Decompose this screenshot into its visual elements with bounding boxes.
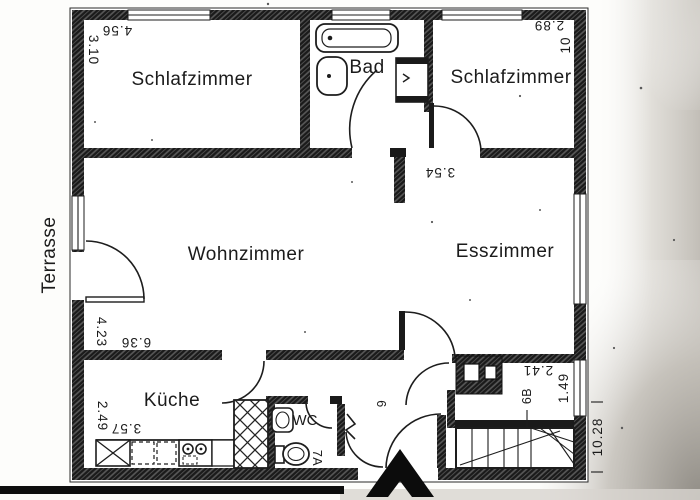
wall-stairs-top [447, 420, 574, 428]
wall-stub-hall-top [390, 148, 406, 157]
window-schlafzimmer-right [441, 9, 523, 21]
room-label-bad: Bad [349, 57, 384, 78]
terrasse-door-opening [72, 252, 84, 300]
room-label-kueche: Küche [144, 390, 200, 411]
dim-2-41: 2.41 [523, 363, 553, 378]
wc-sink [271, 407, 294, 433]
toilet [274, 442, 310, 466]
room-labels: Schlafzimmer Schlafzimmer Bad Wohnzimmer… [39, 57, 571, 429]
door-terrasse [85, 240, 145, 303]
doors [85, 69, 482, 469]
dim-3-10: 3.10 [86, 35, 101, 65]
shower [395, 57, 429, 103]
wc-fixtures [271, 407, 357, 466]
dim-3-57: 3.57 [111, 421, 141, 436]
wall-wc-top [266, 396, 308, 404]
dim-2-89: 2.89 [534, 18, 564, 33]
window-stairs [573, 359, 587, 417]
bad-sink [316, 56, 348, 96]
kitchen-worktop [211, 439, 235, 467]
scanner-edge-bar [0, 486, 344, 494]
chimney-shaft [455, 355, 503, 395]
door-wohnzimmer-hall [399, 311, 456, 357]
door-wc [305, 401, 333, 429]
door-bad [348, 69, 378, 149]
outer-walls [72, 10, 586, 480]
room-label-terrasse: Terrasse [39, 217, 60, 294]
dim-4-56: 4.56 [102, 23, 132, 38]
scan-noise [94, 2, 676, 430]
entrance-arrow [366, 449, 434, 497]
label-7a: 7A [310, 450, 324, 466]
kitchen-sink-unit [95, 439, 131, 467]
wall-stub-hall [394, 157, 405, 203]
wall-wohnzimmer-hall [266, 350, 404, 360]
kitchen-fixtures [95, 399, 269, 469]
wall-wc-left [266, 396, 275, 468]
bathtub [315, 23, 399, 53]
wall-bedrooms-left [84, 148, 352, 158]
wall-bedrooms-right [480, 148, 576, 158]
wall-wohnzimmer-kueche [84, 350, 222, 360]
apartment-outline [69, 7, 589, 483]
wall-stairs-divider [447, 390, 455, 428]
wall-bottom [72, 468, 586, 480]
wall-schlafzimmer-bad [300, 20, 310, 148]
window-terrasse [71, 195, 85, 251]
wall-entrance-post [437, 415, 446, 468]
room-label-schlafzimmer-left: Schlafzimmer [131, 69, 252, 90]
dimension-labels: 3.10 4.56 2.89 10 3.54 4.23 6.36 2.49 3.… [86, 18, 605, 466]
dim-3-54: 3.54 [425, 165, 455, 180]
hand-annotation-zigzag [344, 413, 357, 440]
label-6b: 6B [520, 388, 534, 404]
door-schlafzimmer-right [429, 103, 482, 151]
door-kueche [221, 360, 265, 404]
door-flur [345, 431, 384, 468]
dim-2-49: 2.49 [95, 401, 110, 431]
bottom-edge-shadow [340, 489, 700, 500]
room-label-wohnzimmer: Wohnzimmer [188, 244, 305, 265]
wall-top [72, 10, 584, 20]
dim-10-28: 10.28 [590, 418, 605, 457]
page-top-corner-shadow [630, 0, 700, 110]
door-esszimmer-hall [405, 362, 450, 406]
tall-cabinet [233, 399, 269, 469]
wall-wc-right [337, 404, 345, 456]
dim-4-23: 4.23 [94, 317, 109, 347]
kitchen-cabinets [131, 441, 177, 465]
window-schlafzimmer-left [127, 9, 211, 21]
dim-1-49: 1.49 [556, 373, 571, 403]
dim-6-36: 6.36 [121, 335, 151, 350]
kitchen-stove [178, 439, 213, 467]
room-label-wc: WC [293, 412, 318, 429]
door-entrance [385, 413, 442, 469]
room-label-schlafzimmer-right: Schlafzimmer [450, 67, 571, 88]
label-6: 6 [374, 400, 388, 407]
interior-walls [84, 20, 576, 468]
stairs [455, 427, 575, 469]
wall-wc-hinge-post [330, 396, 342, 404]
room-label-esszimmer: Esszimmer [456, 241, 555, 262]
dimension-marks [526, 401, 603, 473]
window-esszimmer [573, 193, 587, 305]
dim-10: 10 [558, 36, 573, 53]
window-bad [331, 9, 391, 21]
bathroom-fixtures [315, 23, 429, 103]
wall-esszimmer-rear [452, 354, 574, 363]
